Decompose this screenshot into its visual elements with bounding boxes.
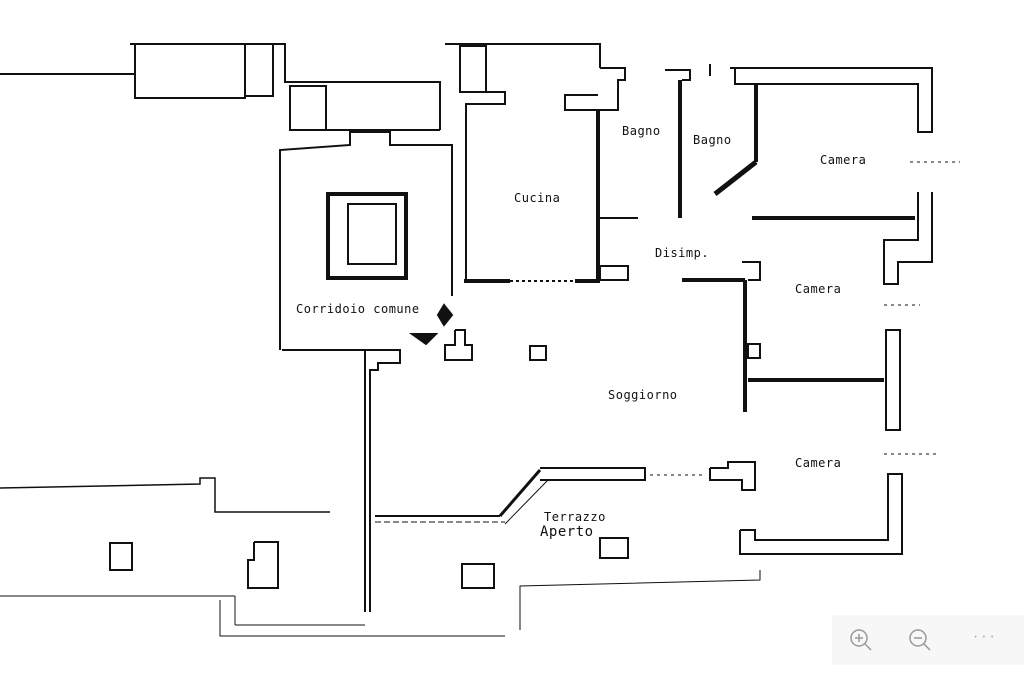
room-label-bagno: Bagno [622, 124, 661, 138]
zoom-out-icon [909, 629, 931, 651]
viewer-toolbar: ··· [832, 615, 1024, 665]
zoom-in-button[interactable] [848, 627, 874, 653]
room-label-terrazzo: Terrazzo [544, 510, 606, 524]
room-label-camera: Camera [795, 456, 842, 470]
zoom-in-icon [850, 629, 872, 651]
room-label-soggiorno: Soggiorno [608, 388, 678, 402]
more-options-button[interactable]: ··· [972, 630, 997, 644]
room-label-camera: Camera [795, 282, 842, 296]
room-label-corridoio: Corridoio comune [296, 302, 420, 316]
room-label-disimpegno: Disimp. [655, 246, 710, 260]
zoom-out-button[interactable] [907, 627, 933, 653]
walls [0, 43, 960, 637]
room-label-aperto: Aperto [540, 524, 594, 540]
room-label-bagno: Bagno [693, 133, 732, 147]
room-label-camera: Camera [820, 153, 867, 167]
room-label-cucina: Cucina [514, 191, 561, 205]
